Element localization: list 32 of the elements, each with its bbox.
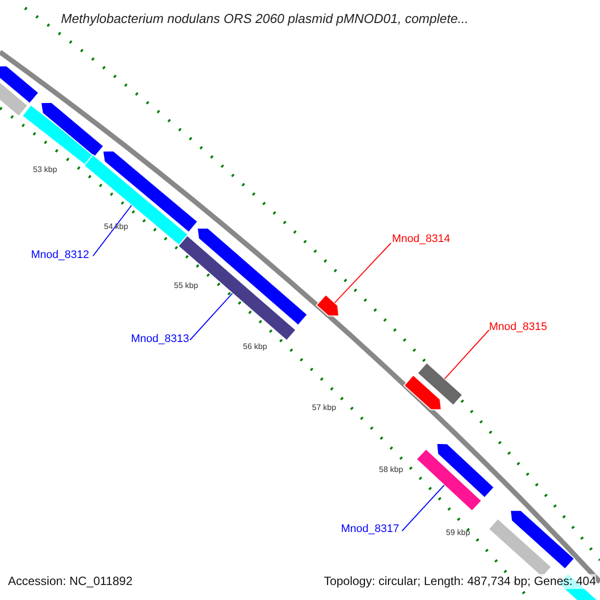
gene-label: Mnod_8313 — [131, 333, 190, 346]
pointed-gene-block — [0, 65, 40, 104]
leader-line — [190, 292, 233, 340]
leader-line — [92, 204, 132, 256]
leader-line — [444, 330, 490, 380]
leader-line — [334, 242, 392, 304]
pointed-gene-block — [40, 102, 104, 158]
leader-line — [402, 484, 445, 532]
gene-block — [83, 154, 189, 246]
gene-block — [416, 448, 482, 512]
kbp-scale-label: 57 kbp — [312, 403, 336, 413]
kbp-scale-label: 55 kbp — [174, 281, 198, 291]
kbp-scale-label: 56 kbp — [243, 342, 268, 352]
kbp-scale-label: 53 kbp — [33, 165, 58, 175]
gene-label: Mnod_8317 — [341, 523, 400, 536]
accession-text: Accession: NC_011892 — [8, 574, 133, 589]
gene-label: Mnod_8315 — [489, 321, 548, 334]
pointed-gene-block — [510, 510, 576, 570]
kbp-scale-label: 59 kbp — [446, 528, 470, 538]
kbp-scale-label: 54 kbp — [104, 222, 128, 232]
pointed-gene-block — [102, 150, 198, 233]
pointed-gene-block — [316, 294, 340, 316]
gene-block — [416, 362, 464, 406]
gene-label: Mnod_8314 — [392, 233, 450, 246]
gene-block — [22, 104, 94, 166]
map-title: Methylobacterium nodulans ORS 2060 plasmid pMNOD01, complete... — [61, 10, 469, 28]
gene-label: Mnod_8312 — [31, 249, 90, 262]
pointed-gene-block — [403, 374, 442, 410]
genome-stats-text: Topology: circular; Length: 487,734 bp; Genes: 404 — [324, 574, 596, 589]
pointed-gene-block — [436, 442, 495, 498]
kbp-scale-label: 58 kbp — [379, 465, 404, 475]
pointed-gene-block — [196, 228, 308, 326]
